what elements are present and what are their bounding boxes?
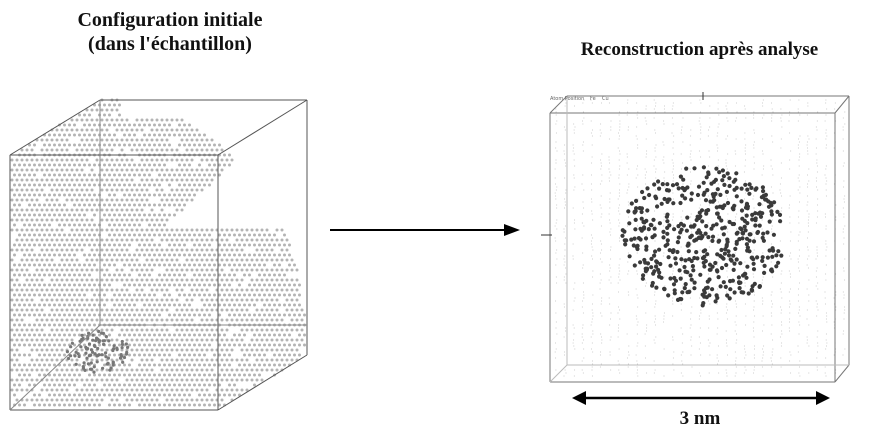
legend-atom-position: Atom Position: [550, 96, 585, 102]
legend-cu: Cu: [602, 96, 609, 102]
cube-frame-left: [9, 99, 308, 411]
left-title-line2: (dans l'échantillon): [88, 33, 252, 55]
matrix-atoms-right: [554, 99, 846, 377]
arrow-head-icon: [504, 224, 520, 236]
left-panel-title: Configuration initiale (dans l'échantill…: [20, 8, 320, 56]
precipitate-cluster-right: [620, 165, 784, 308]
scale-bar: [572, 391, 830, 405]
scale-arrow-right-icon: [816, 391, 830, 405]
left-title-line1: Configuration initiale: [77, 9, 263, 31]
legend-fe: Fe: [590, 96, 596, 102]
cube-frame-right: [541, 92, 850, 383]
transition-arrow: [330, 224, 520, 236]
precipitate-cluster-left: [65, 329, 130, 374]
right-panel-title: Reconstruction après analyse: [580, 39, 819, 60]
scale-arrow-left-icon: [572, 391, 586, 405]
matrix-atoms-left: [10, 98, 306, 407]
scale-bar-label: 3 nm: [679, 408, 721, 429]
